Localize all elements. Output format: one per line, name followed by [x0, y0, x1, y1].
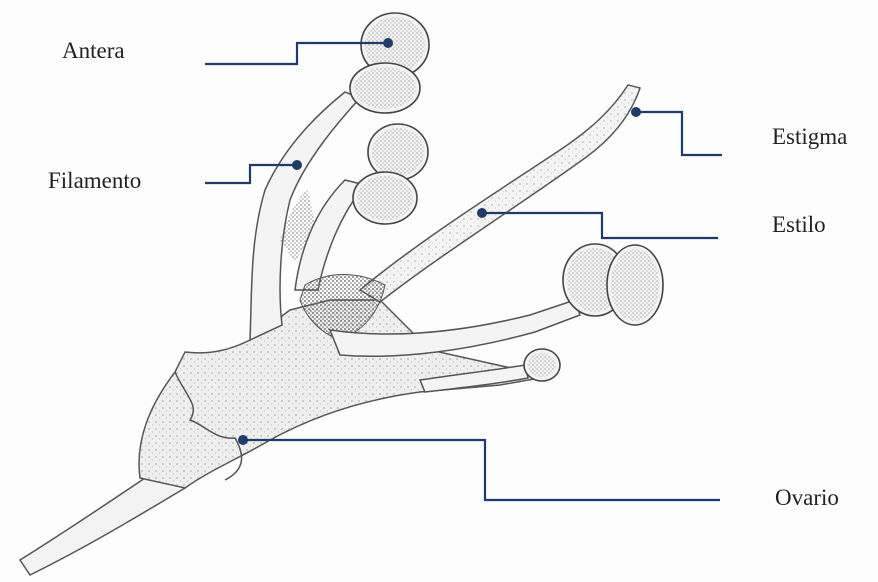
label-filamento: Filamento: [48, 168, 141, 194]
pedicel: [20, 470, 185, 575]
dot-estigma: [631, 107, 641, 117]
dot-filamento: [292, 160, 302, 170]
label-antera: Antera: [62, 38, 125, 64]
dot-ovario: [238, 435, 248, 445]
label-ovario: Ovario: [775, 485, 839, 511]
leader-ovario: [243, 440, 720, 500]
label-estilo: Estilo: [772, 212, 826, 238]
label-estigma: Estigma: [772, 124, 847, 150]
anther-small: [524, 349, 560, 381]
leader-estilo: [482, 213, 718, 238]
leader-estigma: [636, 112, 722, 155]
dot-antera: [383, 38, 393, 48]
anther-middle-2: [353, 172, 417, 224]
anther-right-2: [607, 245, 663, 325]
dot-estilo: [477, 208, 487, 218]
anther-middle: [368, 124, 428, 180]
anther-top-2: [350, 63, 420, 113]
